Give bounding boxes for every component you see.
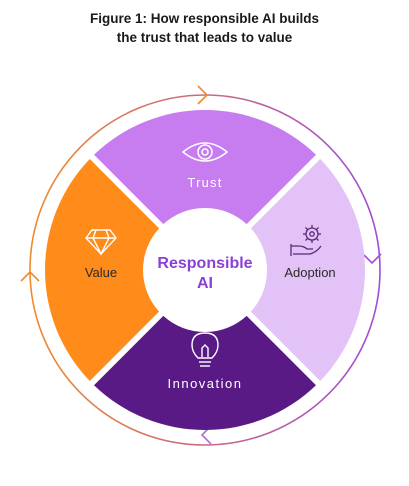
segment-label-innovation: Innovation	[168, 376, 243, 391]
segment-innovation	[94, 315, 316, 431]
title-line-1: Figure 1: How responsible AI builds	[89, 11, 320, 26]
gear-hand-icon	[290, 225, 322, 256]
eye-icon	[181, 142, 229, 162]
segment-label-value: Value	[85, 265, 117, 280]
segment-adoption	[250, 159, 366, 381]
lightbulb-icon	[191, 332, 219, 367]
segment-trust	[94, 110, 316, 225]
cycle-ring	[29, 94, 381, 446]
segment-label-adoption: Adoption	[284, 265, 335, 280]
segment-label-trust: Trust	[187, 175, 222, 190]
center-circle	[155, 220, 255, 320]
center-label-line-2: AI	[197, 275, 213, 292]
figure-title: Figure 1: How responsible AI builds the …	[0, 9, 409, 47]
title-line-2: the trust that leads to value	[116, 30, 293, 45]
segment-value	[44, 159, 160, 381]
center-label-line-1: Responsible	[157, 255, 252, 272]
diamond-icon	[85, 229, 117, 256]
cycle-arrow-right	[362, 253, 382, 265]
cycle-arrow-top	[197, 85, 209, 105]
cycle-arrow-left	[20, 270, 40, 282]
